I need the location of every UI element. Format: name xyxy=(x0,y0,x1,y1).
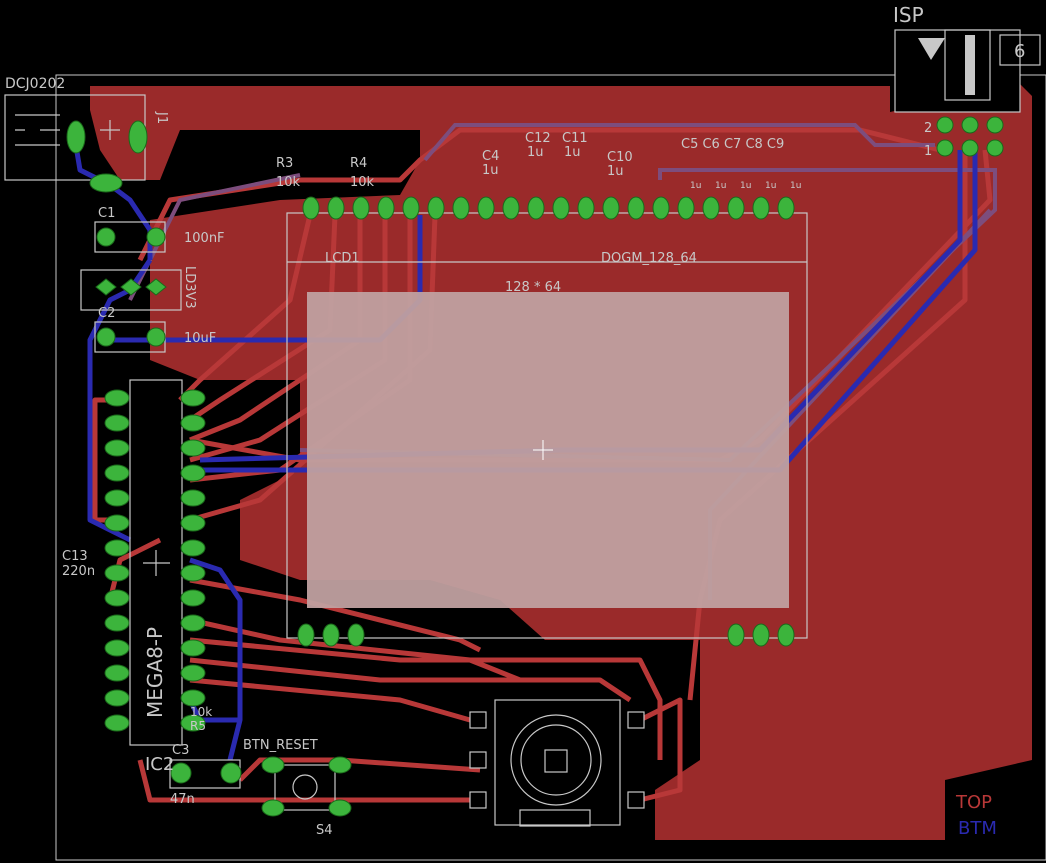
c1-label: C1 xyxy=(98,206,115,221)
r3-label: R3 xyxy=(276,156,293,171)
isp-pin1-label: 1 xyxy=(924,144,932,159)
misc-pads xyxy=(66,120,352,817)
c13-value: 220n xyxy=(62,564,95,579)
c3-label: C3 xyxy=(172,743,189,758)
isp-arrow-icon xyxy=(918,38,945,60)
lcd-part-label: DOGM_128_64 xyxy=(601,251,697,266)
c7-value: 1u xyxy=(740,181,751,191)
j1-label: J1 xyxy=(154,111,169,124)
c5-value: 1u xyxy=(690,181,701,191)
c8-value: 1u xyxy=(765,181,776,191)
c4-value: 1u xyxy=(482,163,499,178)
btn-reset-label: BTN_RESET xyxy=(243,738,318,753)
ic2-label: IC2 xyxy=(145,754,174,775)
mcu-left-pads xyxy=(104,389,130,732)
layer-top-label: TOP xyxy=(955,792,992,813)
isp-key xyxy=(965,35,975,95)
lcd-bottom-pads xyxy=(297,623,795,647)
lcd-res-label: 128 * 64 xyxy=(505,280,561,295)
isp-label: ISP xyxy=(893,3,924,27)
c10-label: C10 xyxy=(607,150,633,165)
c1-value: 100nF xyxy=(184,231,225,246)
c5-c9-labels: C5 C6 C7 C8 C9 xyxy=(681,137,784,152)
layer-bottom-label: BTM xyxy=(958,818,997,839)
lcd1-label: LCD1 xyxy=(325,251,360,266)
dc-jack-label: DCJ0202 xyxy=(5,76,65,92)
isp-pads xyxy=(936,116,1004,157)
mcu-right-pads xyxy=(180,389,206,732)
ld3v3-label: LD3V3 xyxy=(182,266,197,309)
c13-label: C13 xyxy=(62,549,88,564)
mcu-label: MEGA8-P xyxy=(143,627,167,718)
c3-value: 47n xyxy=(170,792,195,807)
c12-label: C12 xyxy=(525,131,551,146)
c4-label: C4 xyxy=(482,149,499,164)
r-reset-value: 10k xyxy=(190,705,212,719)
lcd-crosshair xyxy=(533,440,553,460)
board-outline xyxy=(55,74,1046,861)
r3-value: 10k xyxy=(276,175,301,190)
isp-pin-count: 6 xyxy=(1014,41,1025,62)
c6-value: 1u xyxy=(715,181,726,191)
r4-value: 10k xyxy=(350,175,375,190)
ld3v3-pads xyxy=(95,278,167,296)
silkscreen xyxy=(4,29,1041,827)
encoder-pads xyxy=(469,711,645,809)
layer-legend-box xyxy=(945,785,1035,840)
c12-value: 1u xyxy=(527,145,544,160)
lcd-top-pads xyxy=(302,196,795,220)
c9-value: 1u xyxy=(790,181,801,191)
pads xyxy=(66,116,1004,817)
r-reset-name: R5 xyxy=(190,719,206,733)
c11-value: 1u xyxy=(564,145,581,160)
isp-pin2-label: 2 xyxy=(924,121,932,136)
r4-label: R4 xyxy=(350,156,367,171)
c11-label: C11 xyxy=(562,131,588,146)
c2-value: 10uF xyxy=(184,331,216,346)
c2-label: C2 xyxy=(98,306,115,321)
s4-label: S4 xyxy=(316,823,333,838)
c10-value: 1u xyxy=(607,164,624,179)
